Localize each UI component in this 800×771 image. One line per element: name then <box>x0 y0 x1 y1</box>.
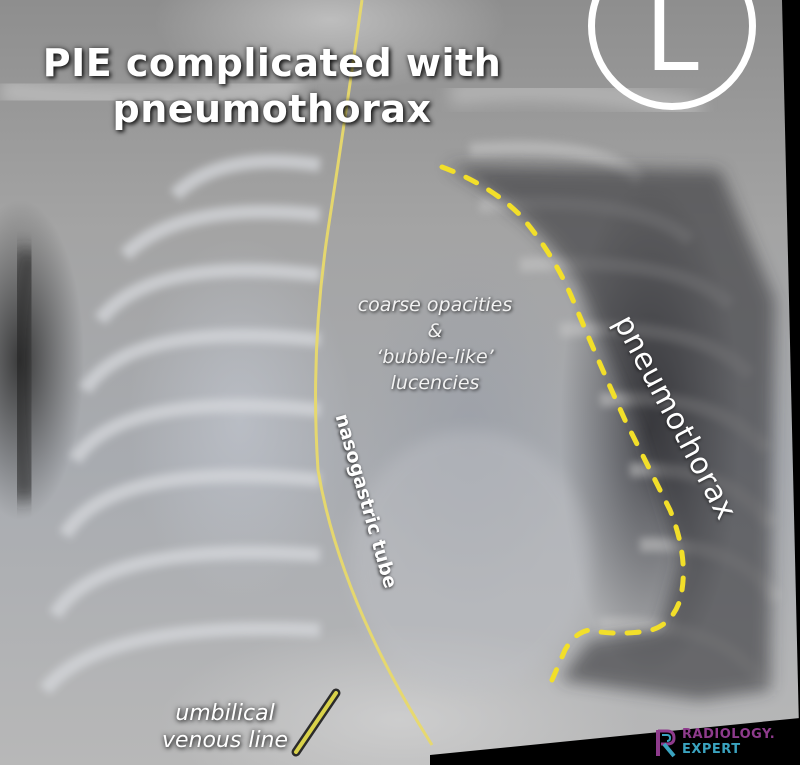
label-opacities-line-1: coarse opacities <box>357 294 513 316</box>
label-uvl-line-2: venous line <box>161 728 289 753</box>
nasogastric-tube-line <box>314 0 434 746</box>
umbilical-venous-line-core <box>294 691 338 754</box>
radiology-expert-logo: RADIOLOGY. EXPERT <box>655 728 795 758</box>
figure-title-line-1: PIE complicated with <box>42 41 502 85</box>
figure-title-line-2: pneumothorax <box>112 87 432 131</box>
logo-text-expert: EXPERT <box>682 742 741 757</box>
label-opacities-lucencies: coarse opacities & ‘bubble-like’ lucenci… <box>320 292 550 396</box>
label-umbilical-venous-line: umbilical venous line <box>140 700 310 754</box>
figure-title: PIE complicated with pneumothorax <box>12 40 532 132</box>
label-opacities-line-2: & <box>427 320 443 342</box>
side-marker-letter: L <box>645 0 699 93</box>
label-opacities-line-4: lucencies <box>390 372 480 394</box>
bottom-margin <box>0 765 800 771</box>
logo-text-radiology: RADIOLOGY. <box>682 727 776 742</box>
pneumothorax-boundary-dashed <box>439 164 686 683</box>
logo-r-icon <box>656 729 676 758</box>
label-uvl-line-1: umbilical <box>175 701 275 726</box>
label-opacities-line-3: ‘bubble-like’ <box>376 346 494 368</box>
